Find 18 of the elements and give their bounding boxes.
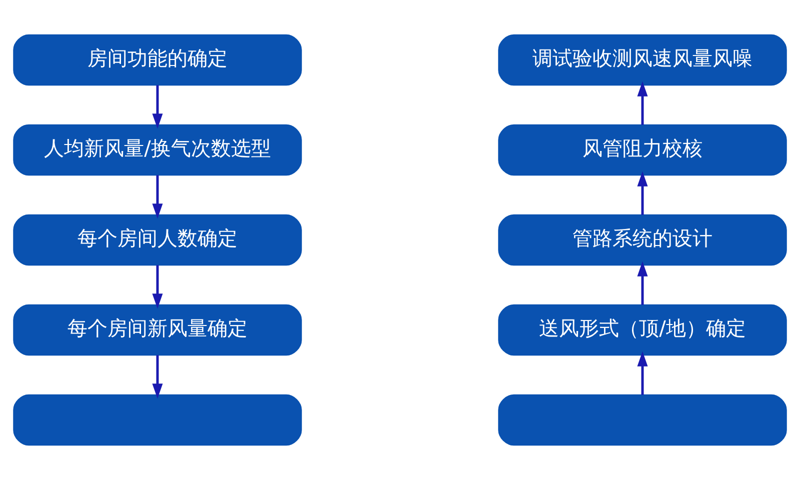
node-box: 管路系统的设计 xyxy=(498,214,787,266)
arrow xyxy=(152,355,163,399)
node-box: 调试验收测风速风量风噪 xyxy=(498,34,787,86)
arrow xyxy=(152,175,163,219)
arrow xyxy=(637,81,648,125)
arrow xyxy=(152,265,163,309)
node-box xyxy=(498,394,787,446)
node-box: 送风形式（顶/地）确定 xyxy=(498,304,787,356)
arrow xyxy=(637,351,648,395)
node-box: 每个房间新风量确定 xyxy=(13,304,302,356)
node-box: 房间功能的确定 xyxy=(13,34,302,86)
node-box: 每个房间人数确定 xyxy=(13,214,302,266)
arrow xyxy=(637,171,648,215)
arrow xyxy=(152,85,163,129)
arrow xyxy=(637,261,648,305)
node-box: 人均新风量/换气次数选型 xyxy=(13,124,302,176)
node-box: 风管阻力校核 xyxy=(498,124,787,176)
node-box xyxy=(13,394,302,446)
